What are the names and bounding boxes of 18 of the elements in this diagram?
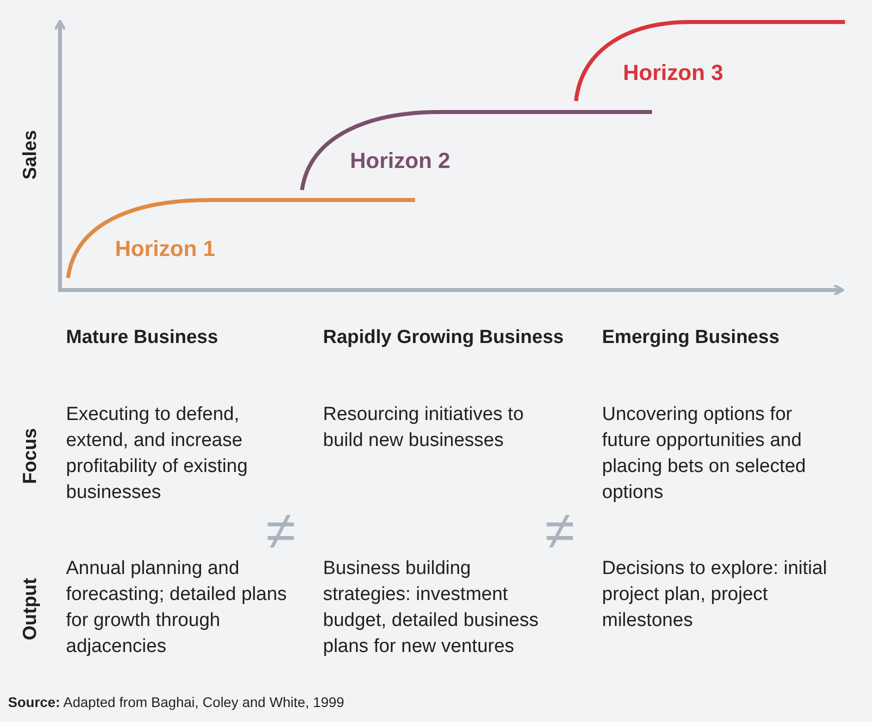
curve-label: Horizon 1 xyxy=(115,236,216,262)
table-text: Annual planning and forecasting; detailed plans for growth through adjacencies xyxy=(66,557,288,659)
table-text: Business building strategies: investment budget, detailed business plans for new ventures xyxy=(323,557,540,659)
table-text: Resourcing initiatives to build new businesses xyxy=(323,403,525,453)
table-text: Uncovering options for future opportunities and placing bets on selected options xyxy=(602,403,807,505)
not-equal-sign: ≠ xyxy=(266,504,296,558)
column-heading: Emerging Business xyxy=(602,326,780,350)
curve-label: Horizon 3 xyxy=(623,60,724,86)
table-text: Executing to defend, extend, and increase profitability of existing businesses xyxy=(66,403,249,505)
table-text: Decisions to explore: initial project plan, project milestones xyxy=(602,557,828,633)
column-heading: Rapidly Growing Business xyxy=(323,326,565,350)
axis-label: Sales xyxy=(19,130,42,180)
column-heading: Mature Business xyxy=(66,326,220,350)
row-label: Focus xyxy=(19,428,42,484)
row-label: Output xyxy=(19,578,42,640)
curve-label: Horizon 2 xyxy=(350,148,450,174)
not-equal-sign: ≠ xyxy=(545,504,575,558)
source-caption: Source: Adapted from Baghai, Coley and White, 1999 xyxy=(8,694,344,710)
